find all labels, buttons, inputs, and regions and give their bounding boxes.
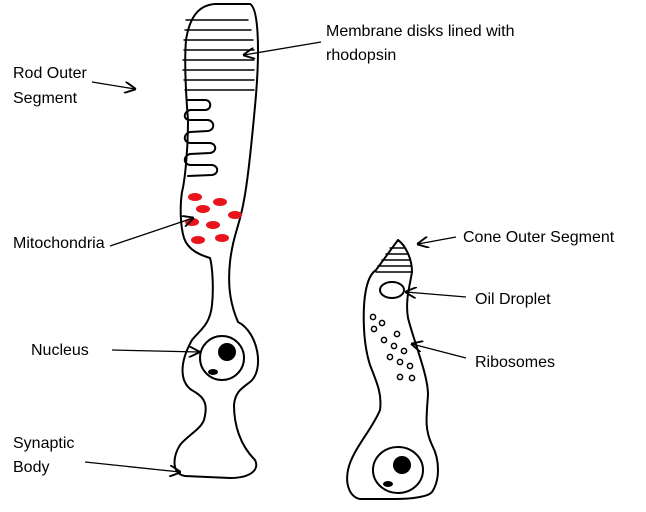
membrane-disks xyxy=(182,19,255,91)
ribosome xyxy=(378,319,386,327)
ribosome xyxy=(386,353,394,361)
ribosome xyxy=(396,373,404,381)
arrow-mitochondria xyxy=(109,218,193,247)
arrow-oil-droplet xyxy=(406,292,467,297)
arrow-nucleus xyxy=(111,350,199,352)
ribosome xyxy=(390,342,398,350)
cone-nucleus xyxy=(372,446,424,494)
membrane-folds xyxy=(183,99,219,177)
arrow-cone-outer-segment xyxy=(418,237,457,244)
label-rod-outer-segment: Rod Outer Segment xyxy=(13,65,91,107)
ribosome xyxy=(369,313,377,321)
mitochondrion xyxy=(191,236,205,244)
label-membrane-disks: Membrane disks lined with rhodopsin xyxy=(326,23,519,64)
rod-cell xyxy=(173,3,259,479)
arrow-membrane-disks xyxy=(244,41,322,55)
cone-disks xyxy=(375,247,412,273)
ribosome xyxy=(370,325,378,333)
mitochondrion xyxy=(228,211,242,219)
label-cone-outer-segment: Cone Outer Segment xyxy=(463,229,615,246)
label-oil-droplet: Oil Droplet xyxy=(475,291,551,308)
mitochondria-cluster xyxy=(185,193,242,244)
ribosome xyxy=(406,362,414,370)
mitochondrion xyxy=(188,193,202,201)
arrow-ribosomes xyxy=(412,344,467,359)
mitochondrion xyxy=(196,205,210,213)
mitochondrion xyxy=(215,234,229,242)
label-synaptic-body: Synaptic Body xyxy=(13,435,79,476)
rod-nucleus xyxy=(199,335,245,381)
mitochondrion xyxy=(185,218,199,226)
mitochondrion xyxy=(213,198,227,206)
label-mitochondria: Mitochondria xyxy=(13,235,105,252)
ribosome xyxy=(400,347,408,355)
ribosomes-cluster xyxy=(369,313,416,382)
mitochondrion xyxy=(206,221,220,229)
arrow-synaptic-body xyxy=(84,461,180,472)
ribosome xyxy=(408,374,416,382)
ribosome xyxy=(396,358,404,366)
oil-droplet xyxy=(379,281,405,299)
ribosome xyxy=(380,336,388,344)
cone-cell xyxy=(346,239,439,500)
rod-outline xyxy=(173,3,259,479)
label-nucleus: Nucleus xyxy=(31,342,89,359)
label-ribosomes: Ribosomes xyxy=(475,354,555,371)
ribosome xyxy=(393,330,401,338)
arrow-rod-outer-segment xyxy=(91,81,135,89)
cone-outline xyxy=(346,239,439,500)
label-arrows xyxy=(84,41,467,472)
